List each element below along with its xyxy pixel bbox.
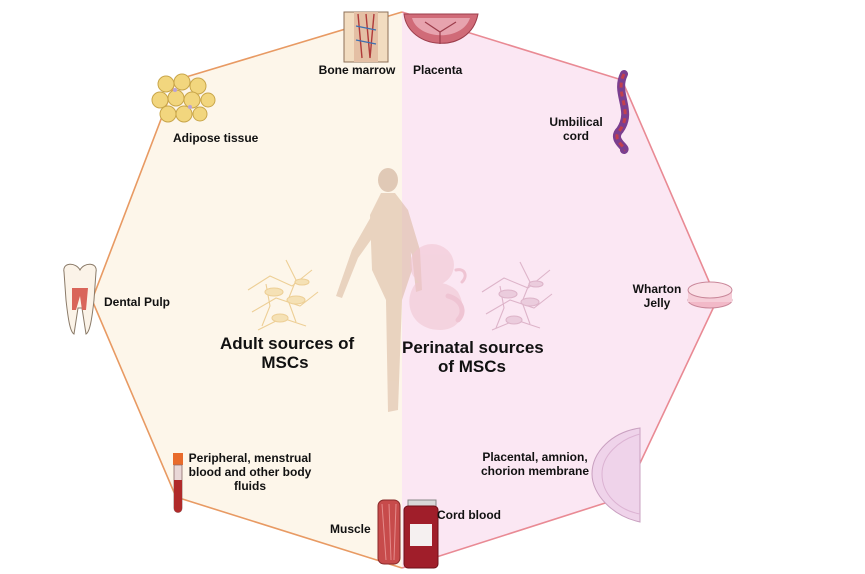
bone-marrow-icon bbox=[343, 11, 389, 63]
label-wharton-line2: Jelly bbox=[643, 296, 671, 310]
adult-title-line1: Adult sources of bbox=[220, 334, 355, 353]
label-membrane-line2: chorion membrane bbox=[480, 464, 590, 478]
label-umbilical-line2: cord bbox=[562, 129, 589, 143]
wharton-jelly-icon bbox=[687, 281, 733, 309]
fetus-icon bbox=[409, 244, 467, 330]
label-dental-pulp: Dental Pulp bbox=[104, 295, 171, 309]
membrane-icon bbox=[591, 427, 641, 523]
label-umbilical-line1: Umbilical bbox=[549, 115, 603, 129]
label-bone-marrow: Bone marrow bbox=[318, 63, 396, 77]
cord-blood-bag-icon bbox=[403, 499, 439, 569]
adipose-tissue-icon bbox=[151, 73, 216, 123]
label-muscle: Muscle bbox=[330, 522, 371, 536]
perinatal-msc-cells-icon bbox=[481, 261, 553, 331]
perinatal-sources-title: Perinatal sources of MSCs bbox=[402, 338, 544, 376]
umbilical-cord-icon bbox=[613, 70, 630, 154]
placenta-icon bbox=[403, 13, 479, 44]
label-peripheral-line3: fluids bbox=[234, 479, 266, 493]
label-adipose-tissue: Adipose tissue bbox=[173, 131, 259, 145]
adult-title-line2: MSCs bbox=[261, 353, 309, 372]
label-peripheral-line2: blood and other body bbox=[188, 465, 312, 479]
label-peripheral-blood: Peripheral, menstrual blood and other bo… bbox=[180, 451, 320, 493]
muscle-icon bbox=[377, 499, 401, 565]
perinatal-title-line1: Perinatal sources bbox=[402, 338, 544, 357]
label-peripheral-line1: Peripheral, menstrual bbox=[188, 451, 312, 465]
adult-msc-cells-icon bbox=[247, 259, 319, 331]
tooth-icon bbox=[63, 263, 97, 335]
label-umbilical-cord: Umbilical cord bbox=[548, 115, 604, 143]
adult-sources-title: Adult sources of MSCs bbox=[220, 334, 355, 372]
label-wharton-line1: Wharton bbox=[632, 282, 682, 296]
label-placenta: Placenta bbox=[413, 63, 463, 77]
label-membrane-line1: Placental, amnion, bbox=[482, 450, 588, 464]
label-wharton-jelly: Wharton Jelly bbox=[628, 282, 686, 310]
blood-tube-icon bbox=[173, 453, 183, 513]
perinatal-title-line2: of MSCs bbox=[438, 357, 506, 376]
label-membrane: Placental, amnion, chorion membrane bbox=[472, 450, 598, 478]
label-cord-blood: Cord blood bbox=[437, 508, 501, 522]
